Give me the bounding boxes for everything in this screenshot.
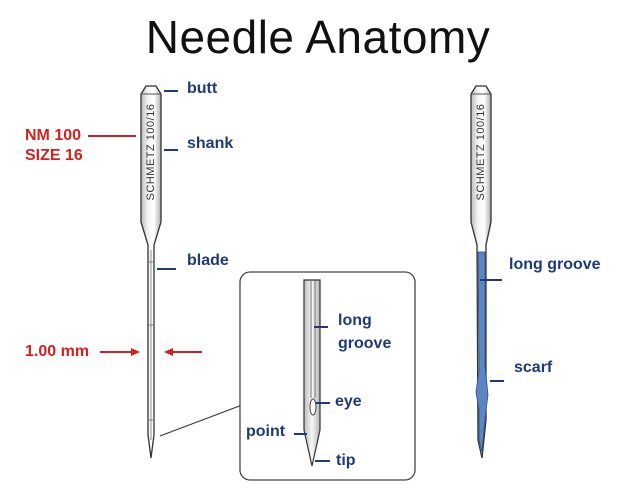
label-detail-groove: groove bbox=[338, 335, 392, 352]
diagram-title: Needle Anatomy bbox=[145, 11, 491, 63]
label-eye: eye bbox=[335, 393, 362, 410]
label-right-long-groove: long groove bbox=[509, 256, 601, 273]
right-brand-text: SCHMETZ 100/16 bbox=[475, 103, 487, 201]
label-blade: blade bbox=[187, 252, 229, 269]
left-brand-text: SCHMETZ 100/16 bbox=[145, 103, 157, 201]
label-shank: shank bbox=[187, 135, 234, 152]
detail-connector bbox=[159, 404, 243, 437]
detail-needle bbox=[303, 279, 321, 467]
detail-box bbox=[239, 271, 416, 481]
label-detail-long: long bbox=[338, 312, 372, 329]
label-width: 1.00 mm bbox=[25, 343, 90, 360]
width-arrows bbox=[100, 348, 202, 356]
label-tip: tip bbox=[336, 452, 356, 469]
right-needle-groove bbox=[475, 251, 489, 453]
label-point: point bbox=[246, 423, 286, 440]
right-needle bbox=[470, 85, 492, 459]
label-butt: butt bbox=[187, 80, 218, 97]
label-nm: NM 100 bbox=[25, 127, 82, 144]
label-size: SIZE 16 bbox=[25, 147, 83, 164]
label-scarf: scarf bbox=[514, 359, 553, 376]
left-needle bbox=[140, 85, 162, 459]
